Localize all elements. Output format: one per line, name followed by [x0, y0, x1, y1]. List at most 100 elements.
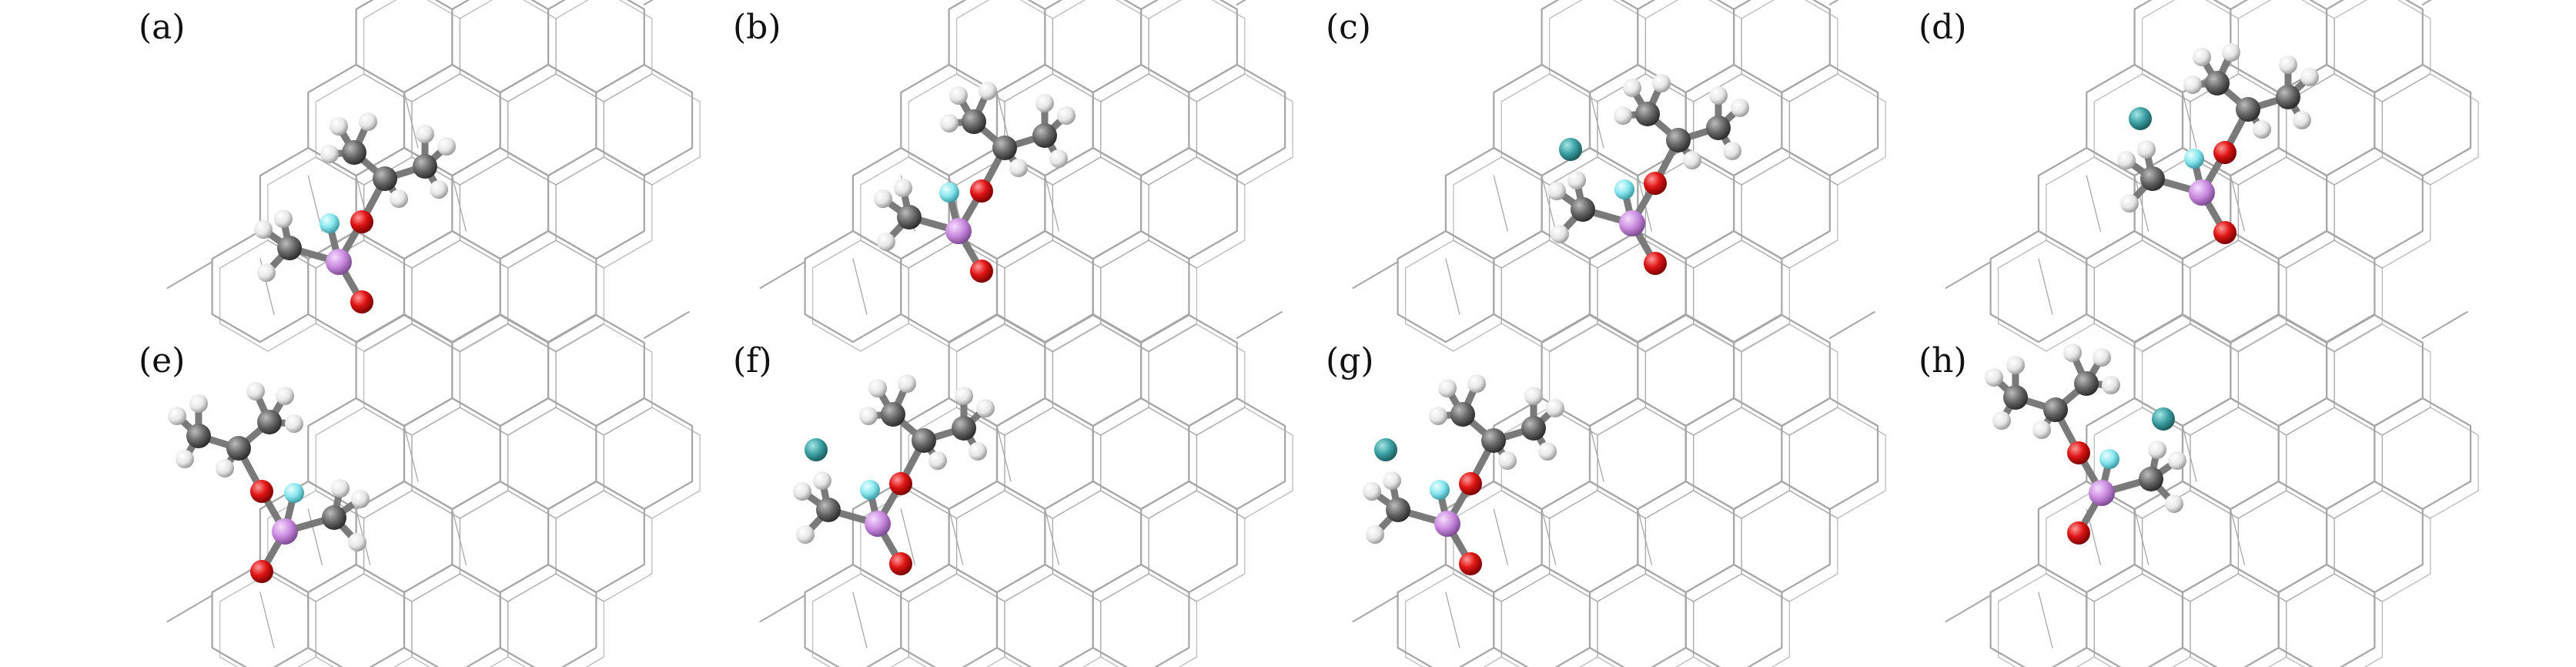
lattice-hexagon — [995, 563, 1094, 667]
hydrogen-atom — [1467, 374, 1486, 393]
lattice-hexagon-lower-layer — [363, 323, 461, 436]
lattice-hexagon-lower-layer — [555, 323, 653, 436]
lattice-edge — [1828, 0, 1839, 5]
hydrogen-atom — [1551, 225, 1569, 243]
lattice-hexagon — [451, 146, 550, 260]
adsorbed-fluoride-atom — [1559, 138, 1582, 161]
lattice-hexagon-lower-layer — [1741, 156, 1838, 269]
lattice-edge — [451, 175, 467, 232]
adsorbate-molecule — [168, 382, 370, 583]
lattice-hexagon — [1588, 230, 1687, 344]
oxygen-atom — [350, 290, 373, 313]
hydrogen-atom — [390, 189, 408, 208]
lattice-hexagon — [804, 563, 902, 667]
lattice-edge — [2038, 592, 2053, 649]
lattice-hexagon — [355, 313, 453, 427]
lattice-hexagon-lower-layer — [1052, 490, 1149, 602]
lattice-hexagon — [547, 313, 645, 427]
lattice-hexagon — [2181, 230, 2280, 344]
lattice-hexagon — [547, 480, 645, 594]
hydrogen-atom — [189, 394, 208, 413]
lattice-edge — [2230, 508, 2246, 565]
lattice-edge — [1589, 425, 1604, 482]
lattice-hexagon — [1444, 146, 1543, 260]
hydrogen-atom — [1992, 411, 2011, 430]
phosphorus-atom — [2089, 480, 2115, 506]
oxygen-atom — [1459, 552, 1482, 575]
hydrogen-atom — [1429, 407, 1447, 425]
oxygen-atom — [889, 552, 912, 575]
lattice-hexagon-lower-layer — [459, 0, 557, 102]
lattice-hexagon — [1044, 480, 1142, 594]
lattice-hexagon-lower-layer — [2190, 407, 2287, 519]
hydrogen-atom — [874, 189, 892, 208]
lattice-hexagon — [1781, 397, 1879, 511]
hydrogen-atom — [274, 209, 293, 228]
lattice-hexagon — [2326, 313, 2424, 427]
lattice-hexagon — [900, 563, 999, 667]
lattice-edge — [2230, 175, 2246, 232]
lattice-hexagon-lower-layer — [1100, 407, 1198, 519]
lattice-hexagon — [595, 397, 694, 511]
lattice-hexagon — [2230, 146, 2328, 260]
lattice-edge — [166, 261, 213, 289]
lattice-hexagon — [2133, 480, 2232, 594]
lattice-edge — [403, 425, 419, 482]
carbon-atom — [186, 424, 211, 448]
lattice-hexagon-lower-layer — [1997, 240, 2095, 352]
phosphorus-atom — [326, 249, 352, 275]
lattice-edge — [1493, 508, 1508, 565]
lattice-edge — [759, 595, 806, 622]
lattice-hexagon — [1637, 0, 1735, 94]
panel-h: (h) — [1919, 311, 2479, 667]
lattice-hexagon-lower-layer — [2093, 240, 2191, 352]
lattice-edge — [166, 595, 213, 622]
lattice-hexagon — [499, 563, 597, 667]
panel-label-g: (g) — [1326, 341, 1374, 380]
phosphorus-atom — [1434, 511, 1460, 537]
lattice-hexagon-lower-layer — [1548, 490, 1647, 602]
graphene-lattice — [759, 311, 1293, 667]
lattice-hexagon — [2133, 313, 2232, 427]
fluorine-atom — [1614, 179, 1634, 199]
hydrogen-atom — [1623, 79, 1641, 97]
lattice-hexagon-lower-layer — [1597, 240, 1694, 352]
lattice-hexagon — [1092, 230, 1190, 344]
lattice-edge — [759, 261, 806, 289]
hydrogen-atom — [216, 459, 234, 478]
lattice-hexagon — [1781, 63, 1879, 177]
lattice-hexagon — [1140, 480, 1238, 594]
lattice-hexagon-lower-layer — [1693, 573, 1791, 667]
lattice-edge — [403, 92, 419, 149]
hydrogen-atom — [276, 387, 294, 405]
lattice-hexagon — [2326, 146, 2424, 260]
lattice-edge — [2421, 311, 2468, 339]
lattice-hexagon-lower-layer — [2046, 156, 2143, 269]
adsorbate-molecule — [874, 82, 1076, 283]
lattice-edge — [1828, 311, 1875, 339]
lattice-edge — [1945, 595, 1992, 622]
lattice-hexagon-lower-layer — [363, 490, 461, 602]
oxygen-atom — [250, 560, 273, 583]
hydrogen-atom — [2102, 376, 2120, 394]
hydrogen-atom — [1709, 86, 1728, 105]
lattice-hexagon — [2326, 480, 2424, 594]
hydrogen-atom — [976, 399, 995, 417]
lattice-hexagon-lower-layer — [1788, 407, 1886, 519]
lattice-hexagon-lower-layer — [1148, 156, 1246, 269]
lattice-hexagon-lower-layer — [1100, 73, 1198, 186]
lattice-hexagon — [948, 480, 1046, 594]
lattice-hexagon — [2374, 63, 2472, 177]
lattice-hexagon — [259, 146, 357, 260]
lattice-edge — [1236, 0, 1246, 5]
oxygen-atom — [350, 210, 373, 233]
oxygen-atom — [2067, 441, 2090, 464]
lattice-hexagon — [1733, 480, 1831, 594]
hydrogen-atom — [969, 442, 987, 461]
lattice-hexagon-lower-layer — [459, 323, 557, 436]
lattice-hexagon-lower-layer — [2286, 573, 2384, 667]
lattice-edge — [643, 311, 690, 339]
hydrogen-atom — [1009, 159, 1028, 177]
lattice-hexagon-lower-layer — [363, 0, 461, 102]
lattice-hexagon-lower-layer — [1196, 73, 1293, 186]
